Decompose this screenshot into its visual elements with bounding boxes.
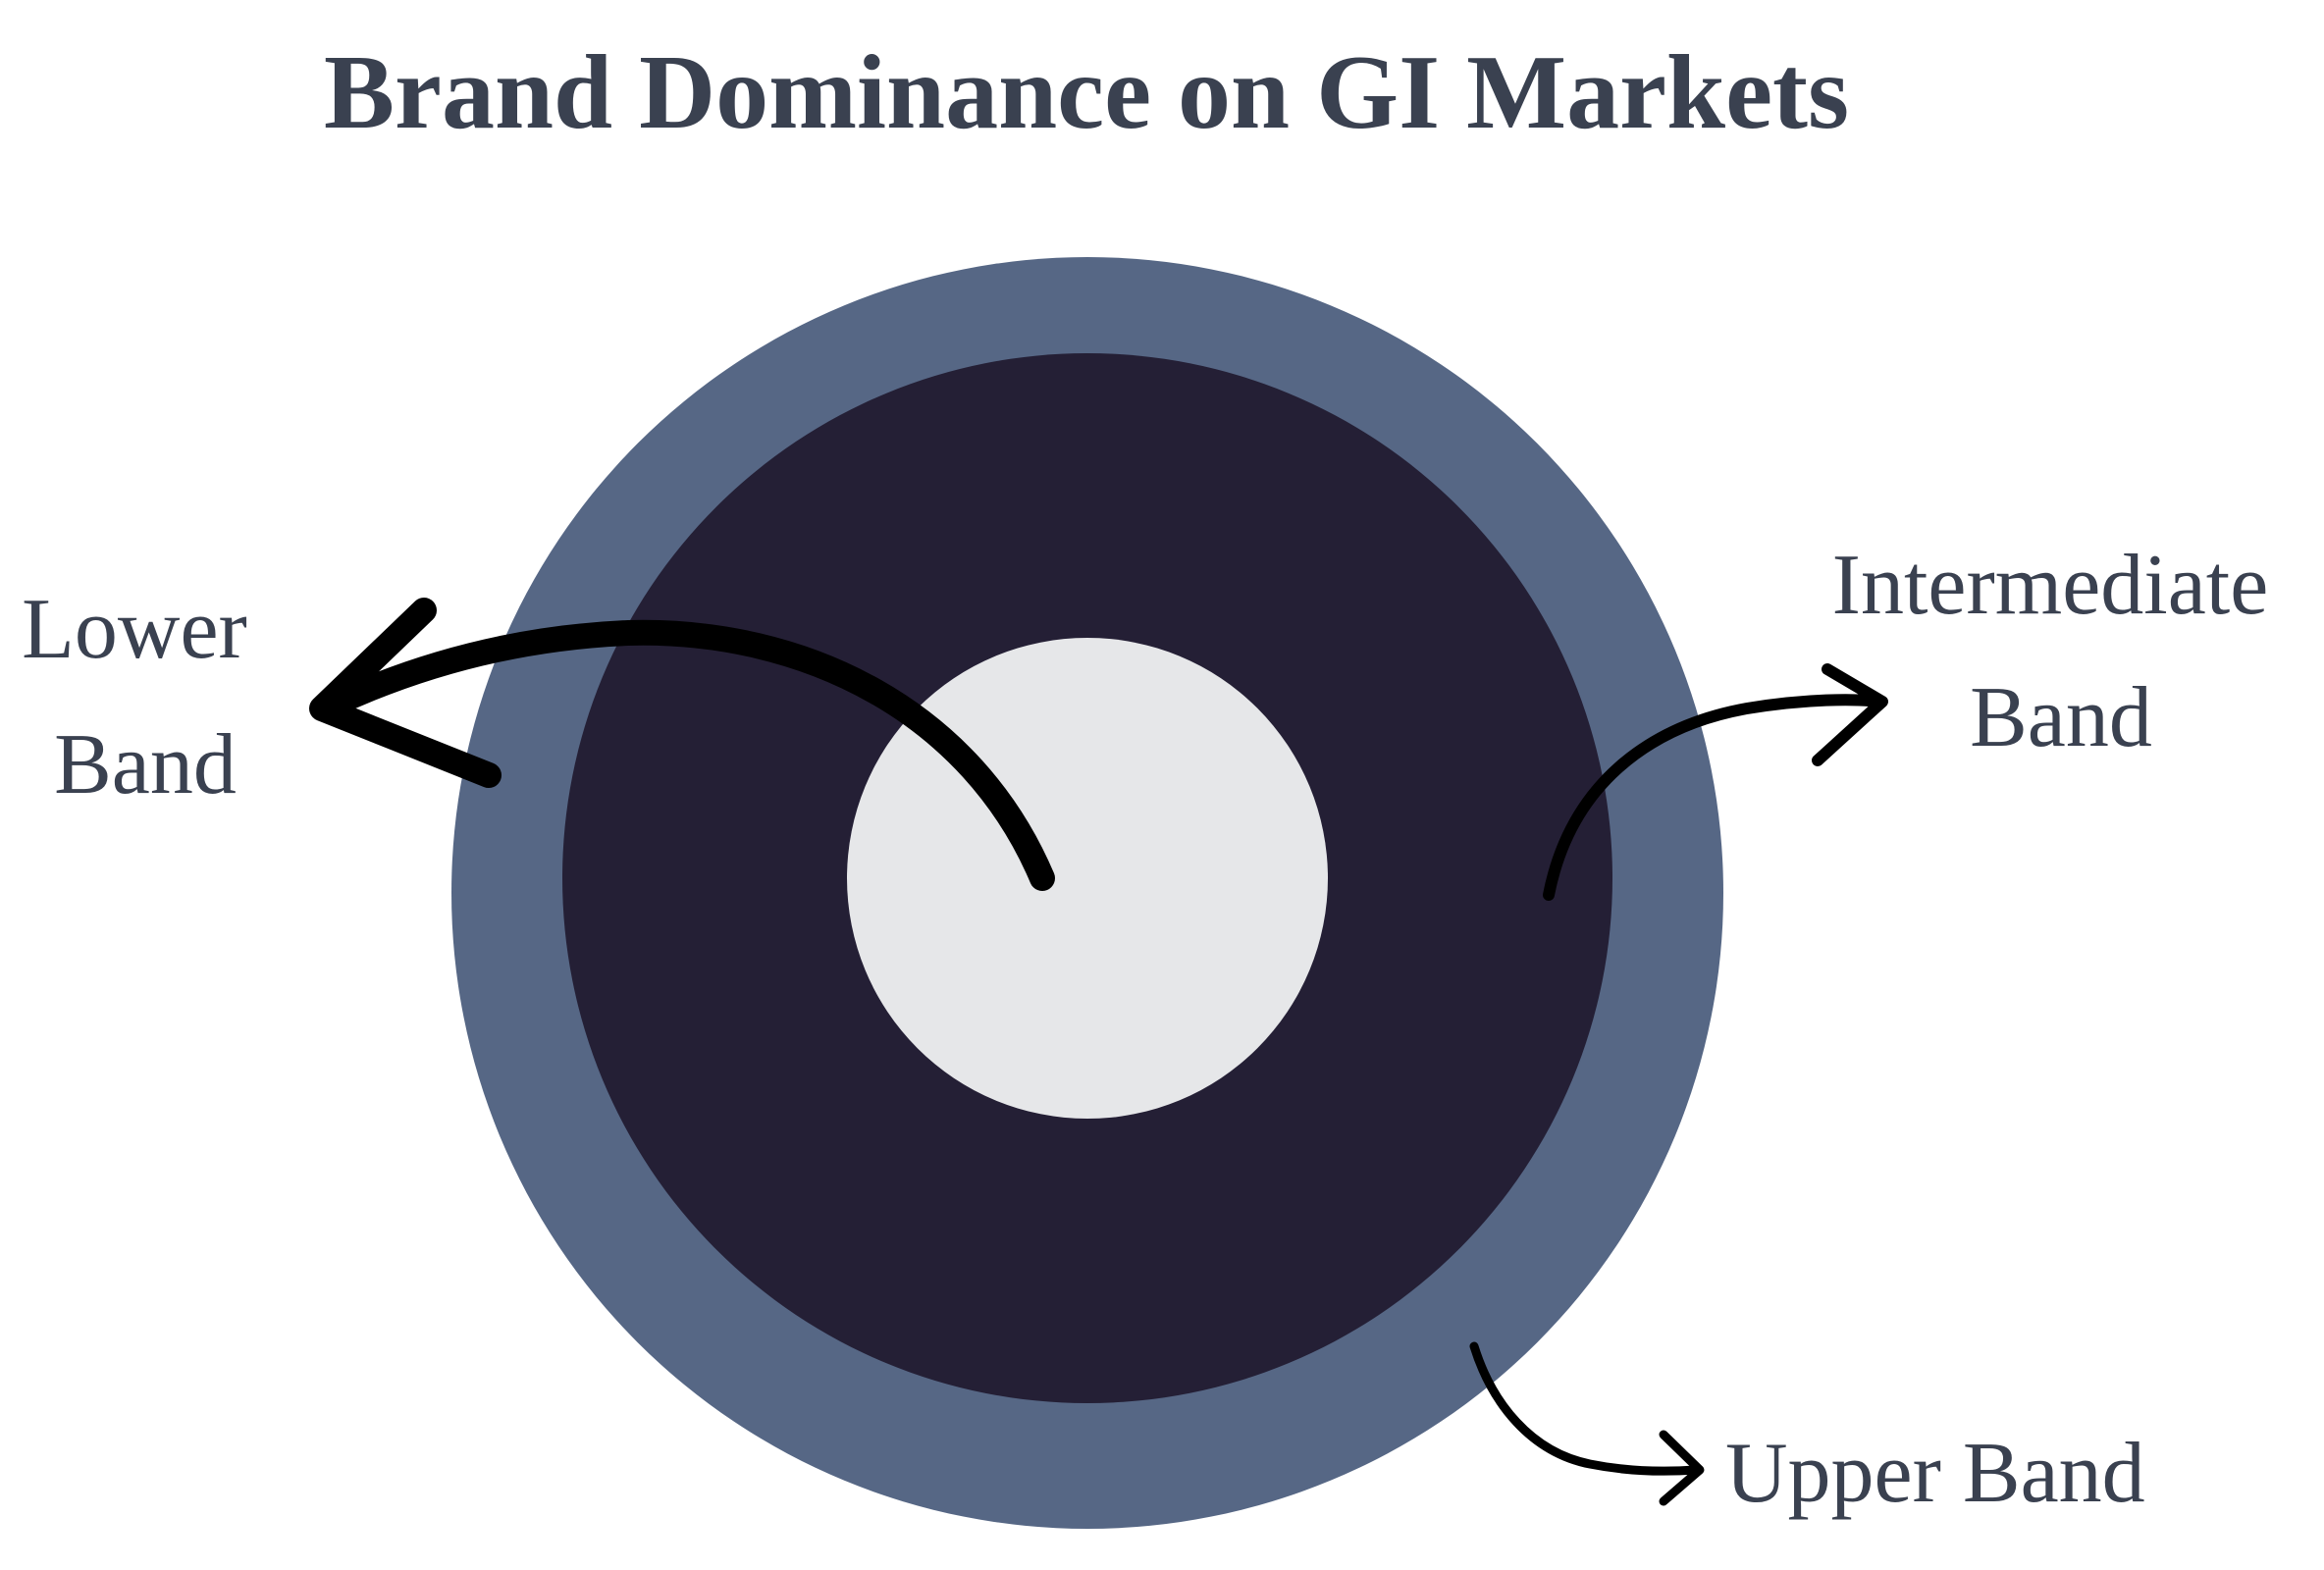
lower-band-arrow	[309, 598, 1055, 891]
lower-band-label-line1: Lower	[22, 582, 247, 677]
upper-band-label: Upper Band	[1725, 1426, 2145, 1521]
intermediate-band-arrow-shaft	[1543, 694, 1885, 901]
lower-band-label: Lower Band	[22, 582, 269, 812]
upper-band-arrow-head	[1659, 1430, 1705, 1506]
lower-band-arrow-head	[309, 598, 502, 788]
upper-band-arrow	[1469, 1341, 1705, 1506]
diagram-title: Brand Dominance on GI Markets	[324, 34, 1849, 151]
intermediate-band-label-line2: Band	[1970, 670, 2152, 765]
intermediate-band-label-line1: Intermediate	[1832, 538, 2269, 633]
lower-band-arrow-shaft	[316, 619, 1055, 891]
upper-band-arrow-shaft	[1469, 1341, 1701, 1476]
intermediate-band-arrow-head	[1812, 663, 1888, 766]
lower-band-label-line2: Band	[54, 717, 237, 812]
intermediate-band-label: Intermediate Band	[1832, 538, 2291, 765]
intermediate-band-arrow	[1543, 663, 1888, 901]
